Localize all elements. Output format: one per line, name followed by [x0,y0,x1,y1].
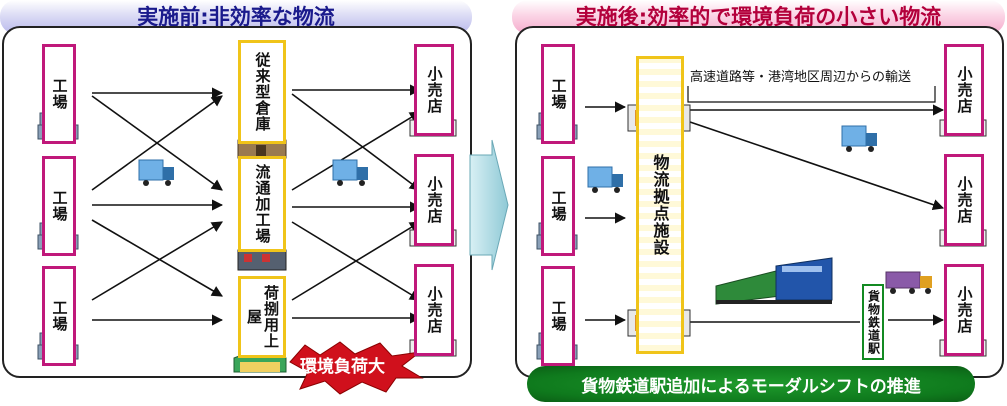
truck-icon [332,159,368,186]
truck-icon [138,159,174,186]
after-arrows [585,101,945,326]
truck-icon [587,166,623,193]
before-retail-1: 小売店 [414,44,454,136]
after-factory-3: 工場 [541,266,575,366]
trailer-truck-icon [885,271,932,294]
before-retail-3: 小売店 [414,264,454,356]
loading-shed: 荷捌用上屋 [238,276,286,358]
burden-label: 環境負荷大 [300,357,385,377]
before-arrows-factory-to-middle [91,87,224,326]
processing-plant: 流通加工場 [238,156,286,252]
before-arrows-middle-to-retail [291,84,422,324]
before-factory-1: 工場 [42,44,76,144]
processing-plant-icon [237,249,287,271]
logistics-hub: 物流拠点施設 [636,56,684,354]
before-panel [2,26,472,378]
transition-arrow [469,139,509,271]
note-bracket [687,86,936,103]
highway-port-note: 高速道路等・港湾地区周辺からの輸送 [690,70,912,85]
freight-station: 貨物鉄道駅 [862,284,884,360]
after-retail-1: 小売店 [944,44,984,136]
after-factory-2: 工場 [541,156,575,256]
after-retail-3: 小売店 [944,264,984,356]
burden-burst [289,341,424,395]
freight-train-icon [715,257,833,305]
before-factory-2: 工場 [42,156,76,256]
after-factory-1: 工場 [541,44,575,144]
before-factory-3: 工場 [42,266,76,366]
after-retail-2: 小売店 [944,154,984,246]
before-retail-2: 小売店 [414,154,454,246]
conventional-warehouse: 従来型倉庫 [238,40,286,144]
truck-icon [841,125,877,152]
modal-shift-banner: 貨物鉄道駅追加によるモーダルシフトの推進 [527,366,975,402]
